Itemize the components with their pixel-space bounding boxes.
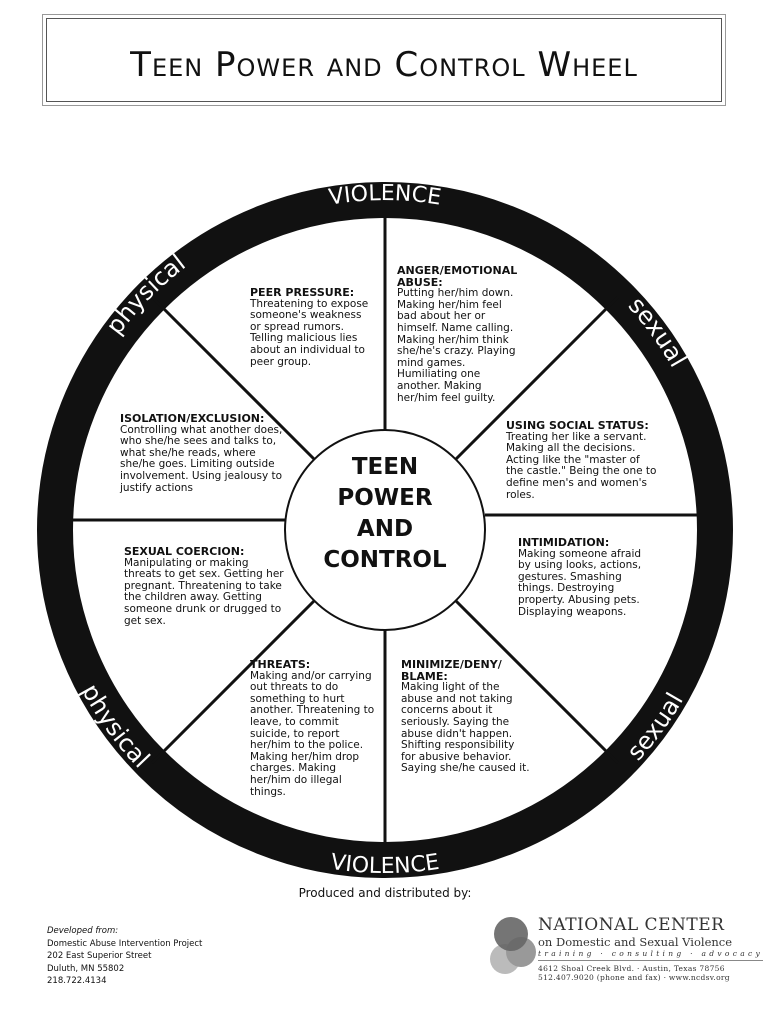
center-line: CONTROL [323, 547, 447, 573]
spoke [454, 295, 620, 461]
section-text: Controlling what another does, who she/h… [120, 423, 283, 494]
section-social-status: USING SOCIAL STATUS:Treating her like a … [506, 420, 658, 501]
center-line: POWER [337, 485, 433, 511]
section-heading: SEXUAL COERCION: [124, 545, 245, 558]
nc-address: 4612 Shoal Creek Blvd. · Austin, Texas 7… [538, 964, 725, 973]
dev-line: 202 East Superior Street [47, 951, 152, 961]
developed-label: Developed from: [47, 926, 119, 936]
section-heading: PEER PRESSURE: [250, 286, 355, 299]
center-circle [284, 429, 486, 631]
section-peer-pressure: PEER PRESSURE:Threatening to expose some… [250, 287, 375, 368]
section-heading: ISOLATION/EXCLUSION: [120, 412, 265, 425]
spoke [150, 295, 316, 461]
section-text: Putting her/him down. Making her/him fee… [397, 287, 516, 404]
section-heading: INTIMIDATION: [518, 536, 610, 549]
dev-line: Domestic Abuse Intervention Project [47, 938, 203, 949]
ring-label-top: VIOLENCE [327, 181, 443, 211]
produced-by: Produced and distributed by: [298, 886, 472, 900]
ncdsv-logo-icon [490, 917, 536, 974]
nc-subtitle: on Domestic and Sexual Violence [538, 935, 733, 949]
section-text: Making light of the abuse and not taking… [401, 681, 530, 775]
section-text: Manipulating or making threats to get se… [124, 556, 284, 627]
ring-label-bottom: VIOLENCE [329, 850, 441, 879]
section-sexual-coercion: SEXUAL COERCION:Manipulating or making t… [124, 546, 284, 627]
section-text: Treating her like a servant. Making all … [506, 430, 657, 501]
section-heading: THREATS: [250, 658, 311, 671]
developed-from: Developed from: Domestic Abuse Intervent… [47, 925, 202, 988]
section-heading: USING SOCIAL STATUS: [506, 419, 649, 432]
title-box: Teen Power and Control Wheel [46, 18, 722, 102]
spoke [150, 599, 316, 765]
nc-tagline: training · consulting · advocacy [538, 949, 764, 961]
section-isolation: ISOLATION/EXCLUSION:Controlling what ano… [120, 413, 288, 494]
section-text: Making someone afraid by using looks, ac… [518, 547, 642, 618]
section-text: Threatening to expose someone's weakness… [250, 297, 369, 368]
section-anger: ANGER/EMOTIONAL ABUSE:Putting her/him do… [397, 265, 522, 404]
dev-line: 218.722.4134 [47, 976, 107, 986]
section-threats: THREATS:Making and/or carrying out threa… [250, 659, 378, 798]
section-text: Making and/or carrying out threats to do… [250, 669, 375, 798]
spoke [454, 599, 620, 765]
national-center-block: NATIONAL CENTER on Domestic and Sexual V… [538, 915, 764, 982]
section-heading: MINIMIZE/DENY/ BLAME: [401, 658, 502, 683]
page-title: Teen Power and Control Wheel [130, 45, 638, 85]
section-heading: ANGER/EMOTIONAL ABUSE: [397, 264, 518, 289]
section-intimidation: INTIMIDATION:Making someone afraid by us… [518, 537, 653, 618]
nc-name: NATIONAL CENTER [538, 915, 725, 935]
center-line: TEEN [351, 454, 419, 480]
section-minimize: MINIMIZE/DENY/ BLAME:Making light of the… [401, 659, 531, 775]
spokes [55, 200, 715, 860]
dev-line: Duluth, MN 55802 [47, 963, 125, 974]
center-label: TEEN POWER AND CONTROL [295, 452, 475, 576]
nc-phone: 512.407.9020 (phone and fax) · www.ncdsv… [538, 973, 730, 982]
center-line: AND [356, 516, 414, 542]
